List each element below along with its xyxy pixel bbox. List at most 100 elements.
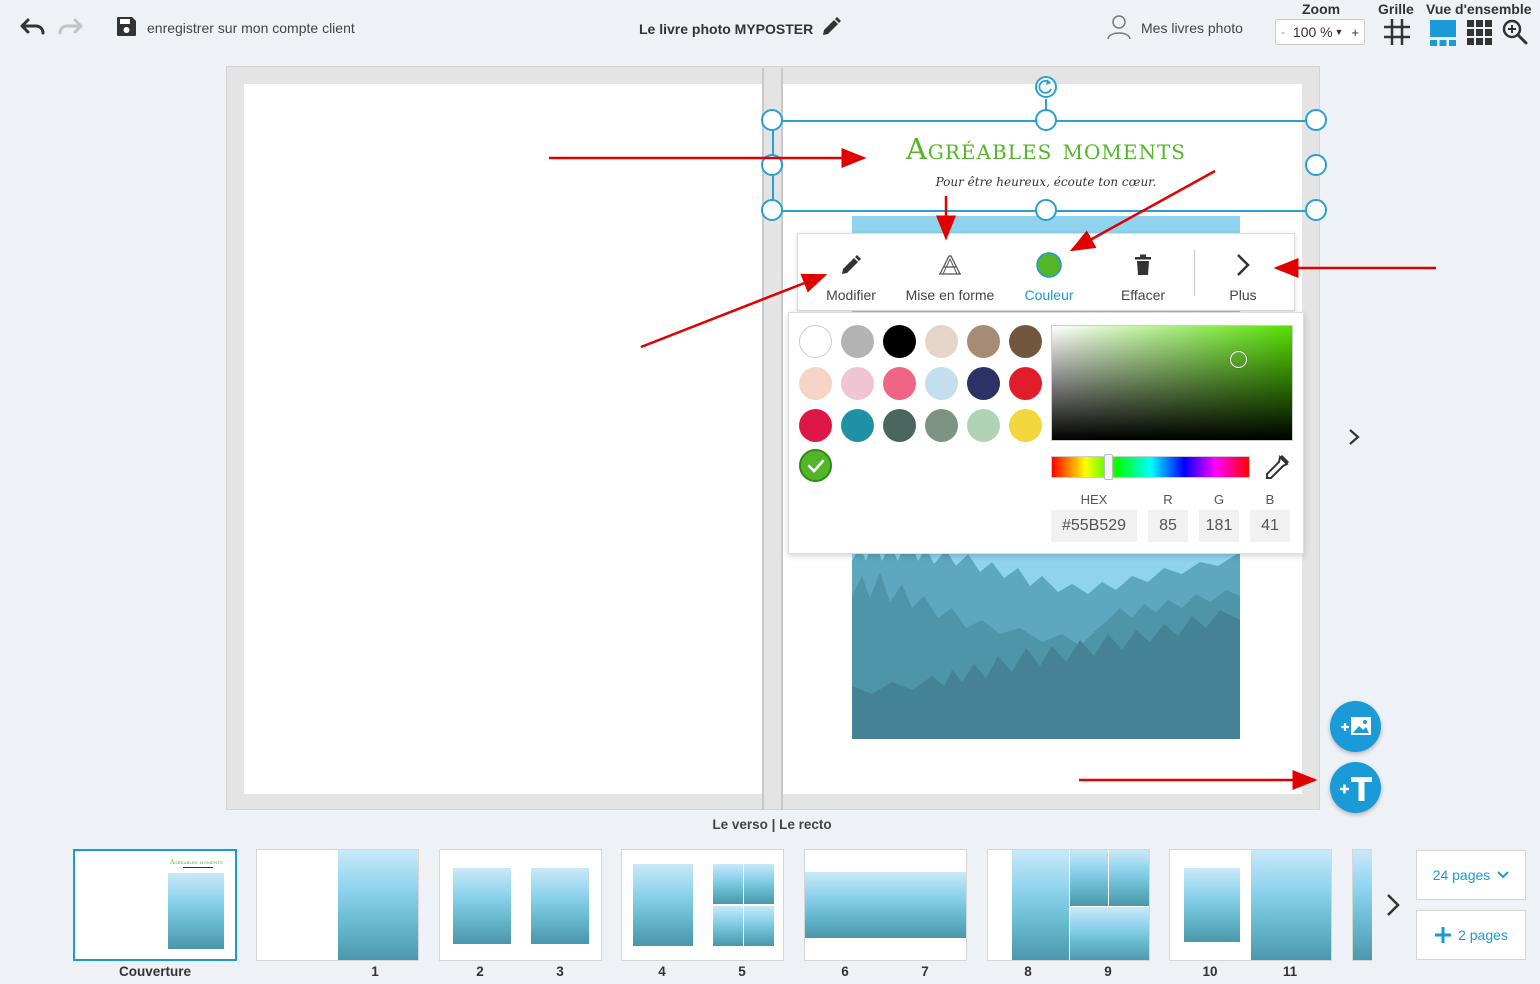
user-icon[interactable] [1107,14,1131,40]
thumbnail-photo [1251,850,1331,960]
zoom-in-button[interactable]: + [1351,24,1359,40]
my-photobooks-link[interactable]: Mes livres photo [1141,20,1243,36]
resize-handle-top-left[interactable] [761,109,783,131]
zoom-dropdown-icon[interactable]: ▼ [1334,27,1344,37]
overview-label: Vue d'ensemble [1426,1,1532,17]
thumbnail-photo [1070,907,1149,960]
thumbnail-photo [531,868,589,944]
undo-icon[interactable] [20,17,46,37]
color-button[interactable]: Couleur [1016,234,1082,312]
color-swatch[interactable] [967,409,1000,442]
spread-view-icon[interactable] [1430,20,1456,46]
add-image-icon [1340,716,1371,735]
grid-icon[interactable] [1384,19,1410,45]
color-swatch[interactable] [925,367,958,400]
color-swatch[interactable] [799,325,832,358]
zoom-out-button[interactable]: - [1281,25,1285,39]
saturation-value-picker[interactable] [1051,325,1293,441]
thumbnail-photo [744,864,774,904]
trash-icon [1134,250,1152,280]
selected-color-swatch[interactable] [799,449,832,482]
resize-handle-bottom-left[interactable] [761,199,783,221]
resize-handle-right[interactable] [1305,154,1327,176]
checkmark-icon [807,459,825,473]
resize-handle-top[interactable] [1035,109,1057,131]
grid-view-icon[interactable] [1467,20,1492,45]
resize-handle-top-right[interactable] [1305,109,1327,131]
color-swatch[interactable] [1009,367,1042,400]
zoom-label: Zoom [1302,1,1341,17]
hex-input[interactable]: #55B529 [1051,510,1137,542]
color-swatch[interactable] [1009,409,1042,442]
thumbnail-cover[interactable]: Agréables moments [73,849,237,961]
thumbnail-pages-10-11[interactable] [1169,849,1332,961]
left-page[interactable] [244,84,764,794]
b-input[interactable]: 41 [1250,510,1290,542]
thumbnail-partial[interactable] [1352,849,1372,961]
g-input[interactable]: 181 [1199,510,1239,542]
spine-line-right [781,68,783,810]
thumbnail-photo [713,906,743,946]
add-image-button[interactable] [1330,701,1381,752]
more-button[interactable]: Plus [1210,234,1276,312]
color-swatch[interactable] [1009,325,1042,358]
next-spread-icon[interactable] [1348,428,1360,446]
subtitle-text[interactable]: Pour être heureux, écoute ton cœur. [935,175,1157,189]
color-swatch[interactable] [841,325,874,358]
color-swatch[interactable] [841,367,874,400]
thumbnail-pages-4-5[interactable] [621,849,784,961]
color-swatch[interactable] [925,325,958,358]
color-swatch[interactable] [883,367,916,400]
resize-handle-bottom[interactable] [1035,199,1057,221]
thumbnail-photo [713,864,743,904]
thumbnail-page-1[interactable] [256,849,419,961]
saturation-picker-knob[interactable] [1230,351,1247,368]
title-text[interactable]: Agréables moments [905,132,1186,166]
resize-handle-left[interactable] [761,154,783,176]
label-page-9: 9 [1104,964,1112,979]
zoom-control[interactable]: - 100 % ▼ + [1275,19,1365,45]
next-thumbnails-icon[interactable] [1385,893,1401,917]
color-swatch[interactable] [799,367,832,400]
color-swatch[interactable] [967,325,1000,358]
edit-title-icon[interactable] [821,17,841,37]
label-cover: Couverture [118,964,191,979]
thumbnail-pages-2-3[interactable] [439,849,602,961]
thumbnail-pages-8-9[interactable] [987,849,1150,961]
color-swatch[interactable] [967,367,1000,400]
title-text-box[interactable]: Agréables moments Pour être heureux, éco… [772,120,1316,211]
color-label: Couleur [1024,287,1074,303]
save-icon[interactable] [116,16,137,37]
format-button[interactable]: Mise en forme [900,234,1000,312]
add-pages-button[interactable]: 2 pages [1416,910,1526,960]
zoom-value: 100 % [1292,24,1333,40]
zoom-search-icon[interactable] [1502,19,1528,45]
document-title: Le livre photo MYPOSTER [639,21,814,37]
color-swatch[interactable] [925,409,958,442]
label-page-5: 5 [738,964,746,979]
hue-slider-knob[interactable] [1104,454,1113,480]
r-label: R [1163,492,1173,507]
redo-icon[interactable] [57,17,83,37]
pages-count-dropdown[interactable]: 24 pages [1416,850,1526,900]
color-swatch[interactable] [799,409,832,442]
thumbnail-pages-6-7[interactable] [804,849,967,961]
delete-button[interactable]: Effacer [1110,234,1176,312]
eyedropper-icon[interactable] [1264,454,1290,480]
save-link[interactable]: enregistrer sur mon compte client [147,20,355,36]
color-picker-panel: HEX R G B #55B529 85 181 41 [788,312,1304,554]
color-swatch[interactable] [883,325,916,358]
color-swatch[interactable] [841,409,874,442]
label-page-6: 6 [841,964,849,979]
r-input[interactable]: 85 [1148,510,1188,542]
modify-button[interactable]: Modifier [818,234,884,312]
rotate-handle[interactable] [1035,76,1057,98]
thumbnail-photo [338,850,418,960]
delete-label: Effacer [1120,287,1166,303]
color-swatch[interactable] [883,409,916,442]
resize-handle-bottom-right[interactable] [1305,199,1327,221]
hue-slider[interactable] [1051,454,1250,480]
label-page-1: 1 [371,964,379,979]
add-text-button[interactable] [1330,762,1381,813]
plus-icon [1435,927,1452,943]
